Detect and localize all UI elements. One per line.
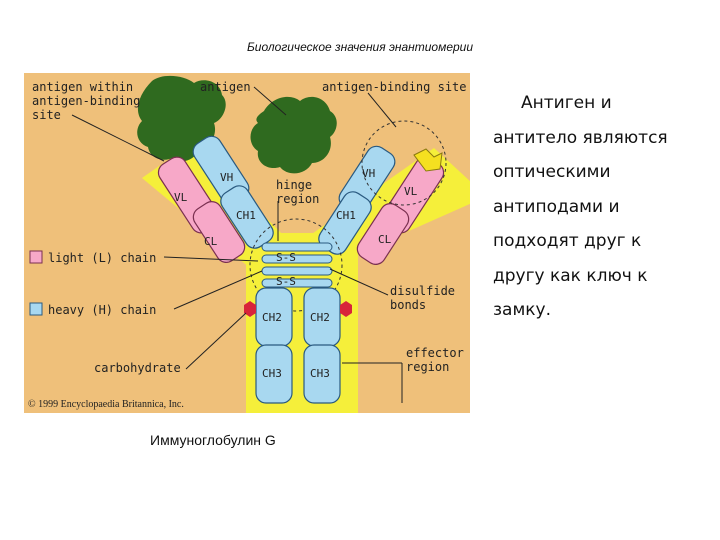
body-line: оптическими [493, 162, 611, 182]
disulfide-bond-label-2: S-S [276, 275, 296, 288]
light-chain-legend-swatch [29, 250, 43, 264]
disulfide-bond-label-1: S-S [276, 251, 296, 264]
domain-ch2-left: CH2 [262, 311, 282, 324]
label-hinge-2: region [276, 192, 319, 206]
domain-ch2-right: CH2 [310, 311, 330, 324]
domain-ch1-left: CH1 [236, 209, 256, 222]
domain-ch3-left: CH3 [262, 367, 282, 380]
domain-vl-right: VL [404, 185, 418, 198]
body-line: антитело являются [493, 127, 668, 148]
domain-ch1-right: CH1 [336, 209, 356, 222]
domain-cl-left: CL [204, 235, 218, 248]
body-line: Антиген и [521, 93, 612, 113]
fc-heavy-chains [255, 287, 341, 404]
label-disulfide-2: bonds [390, 298, 426, 312]
heavy-chain-legend-swatch [29, 302, 43, 316]
body-line: замку. [493, 300, 552, 320]
figure-caption: Иммуноглобулин G [150, 432, 276, 448]
left-light-chain [157, 156, 246, 263]
domain-vh-right: VH [362, 167, 375, 180]
label-antigen-within-1: antigen within [32, 80, 133, 94]
label-disulfide-1: disulfide [390, 284, 455, 298]
immunoglobulin-diagram: antigen within antigen-binding site anti… [24, 73, 470, 413]
body-line: другу как ключ к [493, 265, 648, 286]
antibody-structure-svg: antigen within antigen-binding site anti… [24, 73, 470, 413]
domain-ch3-right: CH3 [310, 367, 330, 380]
antigen-binding-site-circle [361, 120, 447, 206]
slide-body-text: Антиген и антитело являются оптическими … [493, 86, 713, 328]
body-line: подходят друг к [493, 231, 642, 251]
small-antigen-yellow [413, 148, 443, 172]
leader-lines [71, 86, 403, 403]
label-antigen-within-3: site [32, 108, 61, 122]
label-heavy-chain: heavy (H) chain [48, 303, 156, 317]
body-line: антиподами и [493, 196, 620, 217]
label-effector-1: effector [406, 346, 464, 360]
label-hinge-1: hinge [276, 178, 312, 192]
hinge-region-circle [249, 218, 343, 312]
label-antigen-binding-site: antigen-binding site [322, 80, 467, 94]
slide-title: Биологическое значения энантиомерии [246, 40, 474, 54]
right-light-chain [356, 156, 445, 265]
domain-vl-left: VL [174, 191, 188, 204]
carbohydrate-marks [244, 301, 352, 317]
label-light-chain: light (L) chain [48, 251, 156, 265]
hinge-region-shape [261, 242, 333, 288]
domain-cl-right: CL [378, 233, 392, 246]
label-effector-2: region [406, 360, 449, 374]
right-heavy-chain [318, 145, 396, 255]
left-heavy-chain [192, 135, 274, 249]
domain-vh-left: VH [220, 171, 233, 184]
label-antigen-within-2: antigen-binding [32, 94, 140, 108]
label-antigen: antigen [200, 80, 251, 94]
copyright-text: © 1999 Encyclopaedia Britannica, Inc. [28, 399, 184, 410]
antigen-right-shape [250, 96, 337, 174]
label-carbohydrate: carbohydrate [94, 361, 181, 375]
